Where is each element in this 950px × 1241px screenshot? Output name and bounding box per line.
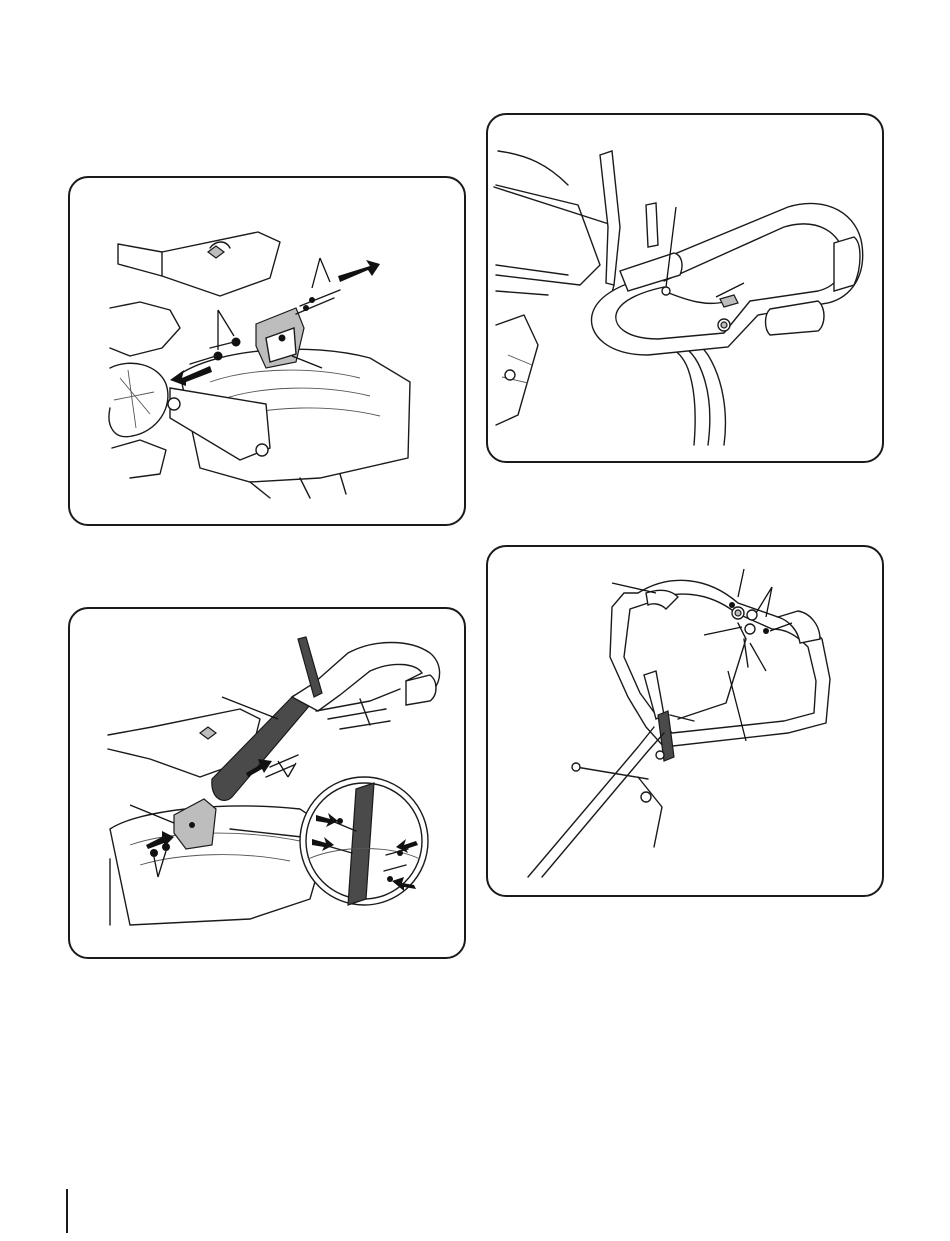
figure-3-panel bbox=[68, 607, 466, 959]
figure-2-panel bbox=[486, 113, 884, 463]
figure-4-panel bbox=[486, 545, 884, 897]
figure-3-illustration bbox=[70, 609, 464, 957]
figure-2-illustration bbox=[488, 115, 882, 461]
figure-1-panel bbox=[68, 176, 466, 526]
figure-1-illustration bbox=[70, 178, 464, 524]
figure-4-illustration bbox=[488, 547, 882, 895]
margin-rule bbox=[66, 1189, 68, 1233]
